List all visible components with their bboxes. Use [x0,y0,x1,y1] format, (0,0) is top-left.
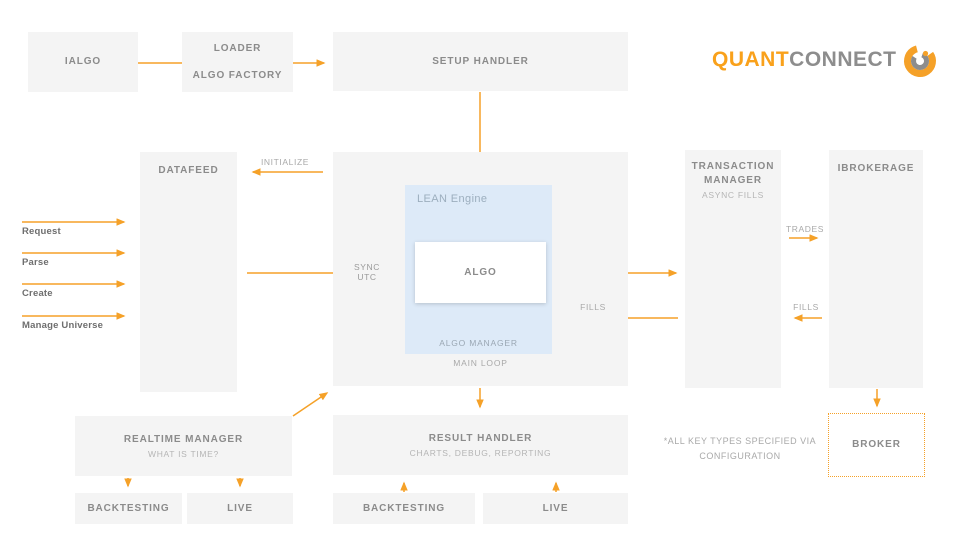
edge-label-initialize: INITIALIZE [260,157,310,167]
node-setup-handler-label: SETUP HANDLER [432,55,529,67]
node-ibrokerage-label: IBROKERAGE [837,163,915,174]
node-backtesting-center: BACKTESTING [333,493,475,524]
edge-label-fills-center: FILLS [580,302,606,312]
logo-quant-text: QUANT [712,48,790,71]
quantconnect-swirl-icon [903,45,936,77]
node-realtime-manager-sublabel: WHAT IS TIME? [148,449,219,460]
node-result-handler-sublabel: CHARTS, DEBUG, REPORTING [409,448,552,459]
node-setup-handler: SETUP HANDLER [333,32,628,91]
node-live-left: LIVE [187,493,293,524]
node-result-handler: RESULT HANDLER CHARTS, DEBUG, REPORTING [333,415,628,475]
flow-label-create: Create [22,288,53,299]
node-datafeed: DATAFEED [140,152,237,392]
node-ibrokerage: IBROKERAGE [829,150,923,388]
edge-label-sync-utc: SYNC UTC [353,262,381,282]
edge-label-trades: TRADES [786,224,825,234]
node-algo-factory-label: ALGO FACTORY [192,69,283,81]
node-result-handler-label: RESULT HANDLER [428,432,533,444]
config-note: *ALL KEY TYPES SPECIFIED VIA CONFIGURATI… [645,434,835,465]
node-live-center: LIVE [483,493,628,524]
node-realtime-manager: REALTIME MANAGER WHAT IS TIME? [75,416,292,476]
flow-label-request: Request [22,226,61,237]
node-realtime-manager-label: REALTIME MANAGER [123,433,244,445]
config-note-line2: CONFIGURATION [699,451,781,462]
arrow-realtime-to-mainloop [292,392,329,417]
node-ialgo: IALGO [28,32,138,92]
node-loader: LOADER ALGO FACTORY [182,32,293,92]
node-lean-engine-label: LEAN Engine [417,193,488,205]
node-backtesting-left: BACKTESTING [75,493,182,524]
node-live-center-label: LIVE [542,502,569,514]
node-backtesting-left-label: BACKTESTING [87,502,170,514]
node-algo: ALGO [415,242,546,303]
node-algo-label: ALGO [464,266,497,278]
flow-label-manage-universe: Manage Universe [22,320,104,331]
node-broker: BROKER [828,413,925,477]
node-broker-label: BROKER [852,439,901,451]
node-algo-manager-label: ALGO MANAGER [439,338,518,348]
node-live-left-label: LIVE [227,502,253,514]
flow-label-parse: Parse [22,257,49,268]
node-loader-label: LOADER [213,43,262,54]
node-transaction-manager-sublabel: ASYNC FILLS [701,190,765,200]
node-transaction-manager: TRANSACTION MANAGER ASYNC FILLS [685,150,781,388]
edge-label-fills-right: FILLS [793,302,819,312]
node-transaction-manager-line1: TRANSACTION [691,161,775,172]
node-backtesting-center-label: BACKTESTING [362,502,446,514]
config-note-line1: *ALL KEY TYPES SPECIFIED VIA [663,436,817,446]
node-transaction-manager-line2: MANAGER [704,174,762,186]
node-datafeed-label: DATAFEED [158,165,219,176]
node-ialgo-label: IALGO [64,56,102,68]
logo-connect-text: CONNECT [789,48,897,71]
node-main-loop-label: MAIN LOOP [453,358,508,368]
